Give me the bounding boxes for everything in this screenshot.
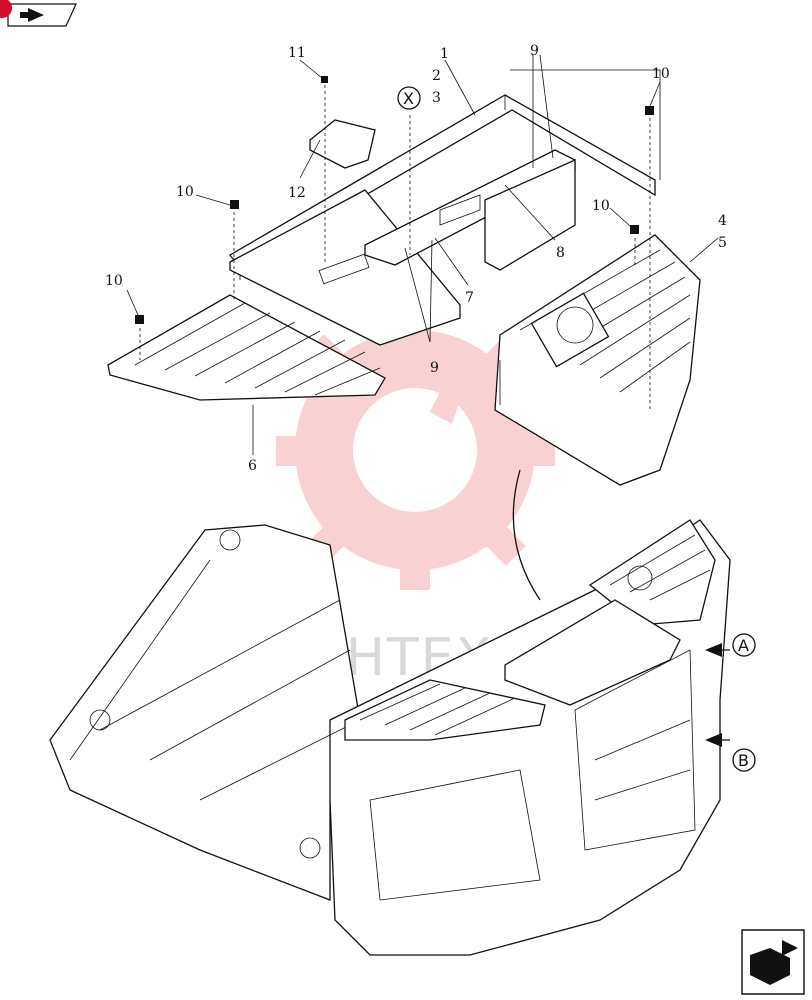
callout-9-top: 9 bbox=[530, 43, 539, 59]
next-page-button[interactable] bbox=[741, 929, 805, 995]
callout-1: 1 bbox=[440, 46, 449, 62]
view-marker-b: B bbox=[732, 748, 756, 772]
callout-7: 7 bbox=[465, 290, 474, 306]
main-frame bbox=[49, 519, 731, 956]
callout-5: 5 bbox=[718, 235, 727, 251]
callout-10-left: 10 bbox=[176, 184, 194, 200]
status-badge bbox=[0, 0, 12, 18]
svg-text:A: A bbox=[738, 636, 749, 655]
arrow-back-icon bbox=[20, 8, 44, 22]
callout-4: 4 bbox=[718, 213, 727, 229]
callout-3: 3 bbox=[432, 90, 441, 106]
callout-2: 2 bbox=[432, 68, 441, 84]
bolt-icon bbox=[135, 76, 654, 324]
leader-lines bbox=[126, 54, 719, 455]
back-button[interactable] bbox=[7, 3, 77, 27]
callout-10-bottom-left: 10 bbox=[105, 273, 123, 289]
callout-10-right: 10 bbox=[592, 198, 610, 214]
callout-9-bottom: 9 bbox=[430, 360, 439, 376]
callout-10-top-right: 10 bbox=[652, 66, 670, 82]
callout-labels: 1 2 3 4 5 6 7 8 9 9 10 10 10 10 11 12 bbox=[105, 43, 727, 474]
view-marker-a: A bbox=[732, 633, 756, 657]
upper-assembly bbox=[107, 69, 701, 601]
svg-text:X: X bbox=[403, 89, 414, 108]
next-page-icon bbox=[750, 940, 798, 985]
callout-11: 11 bbox=[288, 45, 306, 61]
callout-12: 12 bbox=[288, 185, 306, 201]
callout-8: 8 bbox=[556, 245, 565, 261]
callout-6: 6 bbox=[248, 458, 257, 474]
svg-text:B: B bbox=[738, 751, 749, 770]
view-marker-x: X bbox=[397, 86, 421, 110]
